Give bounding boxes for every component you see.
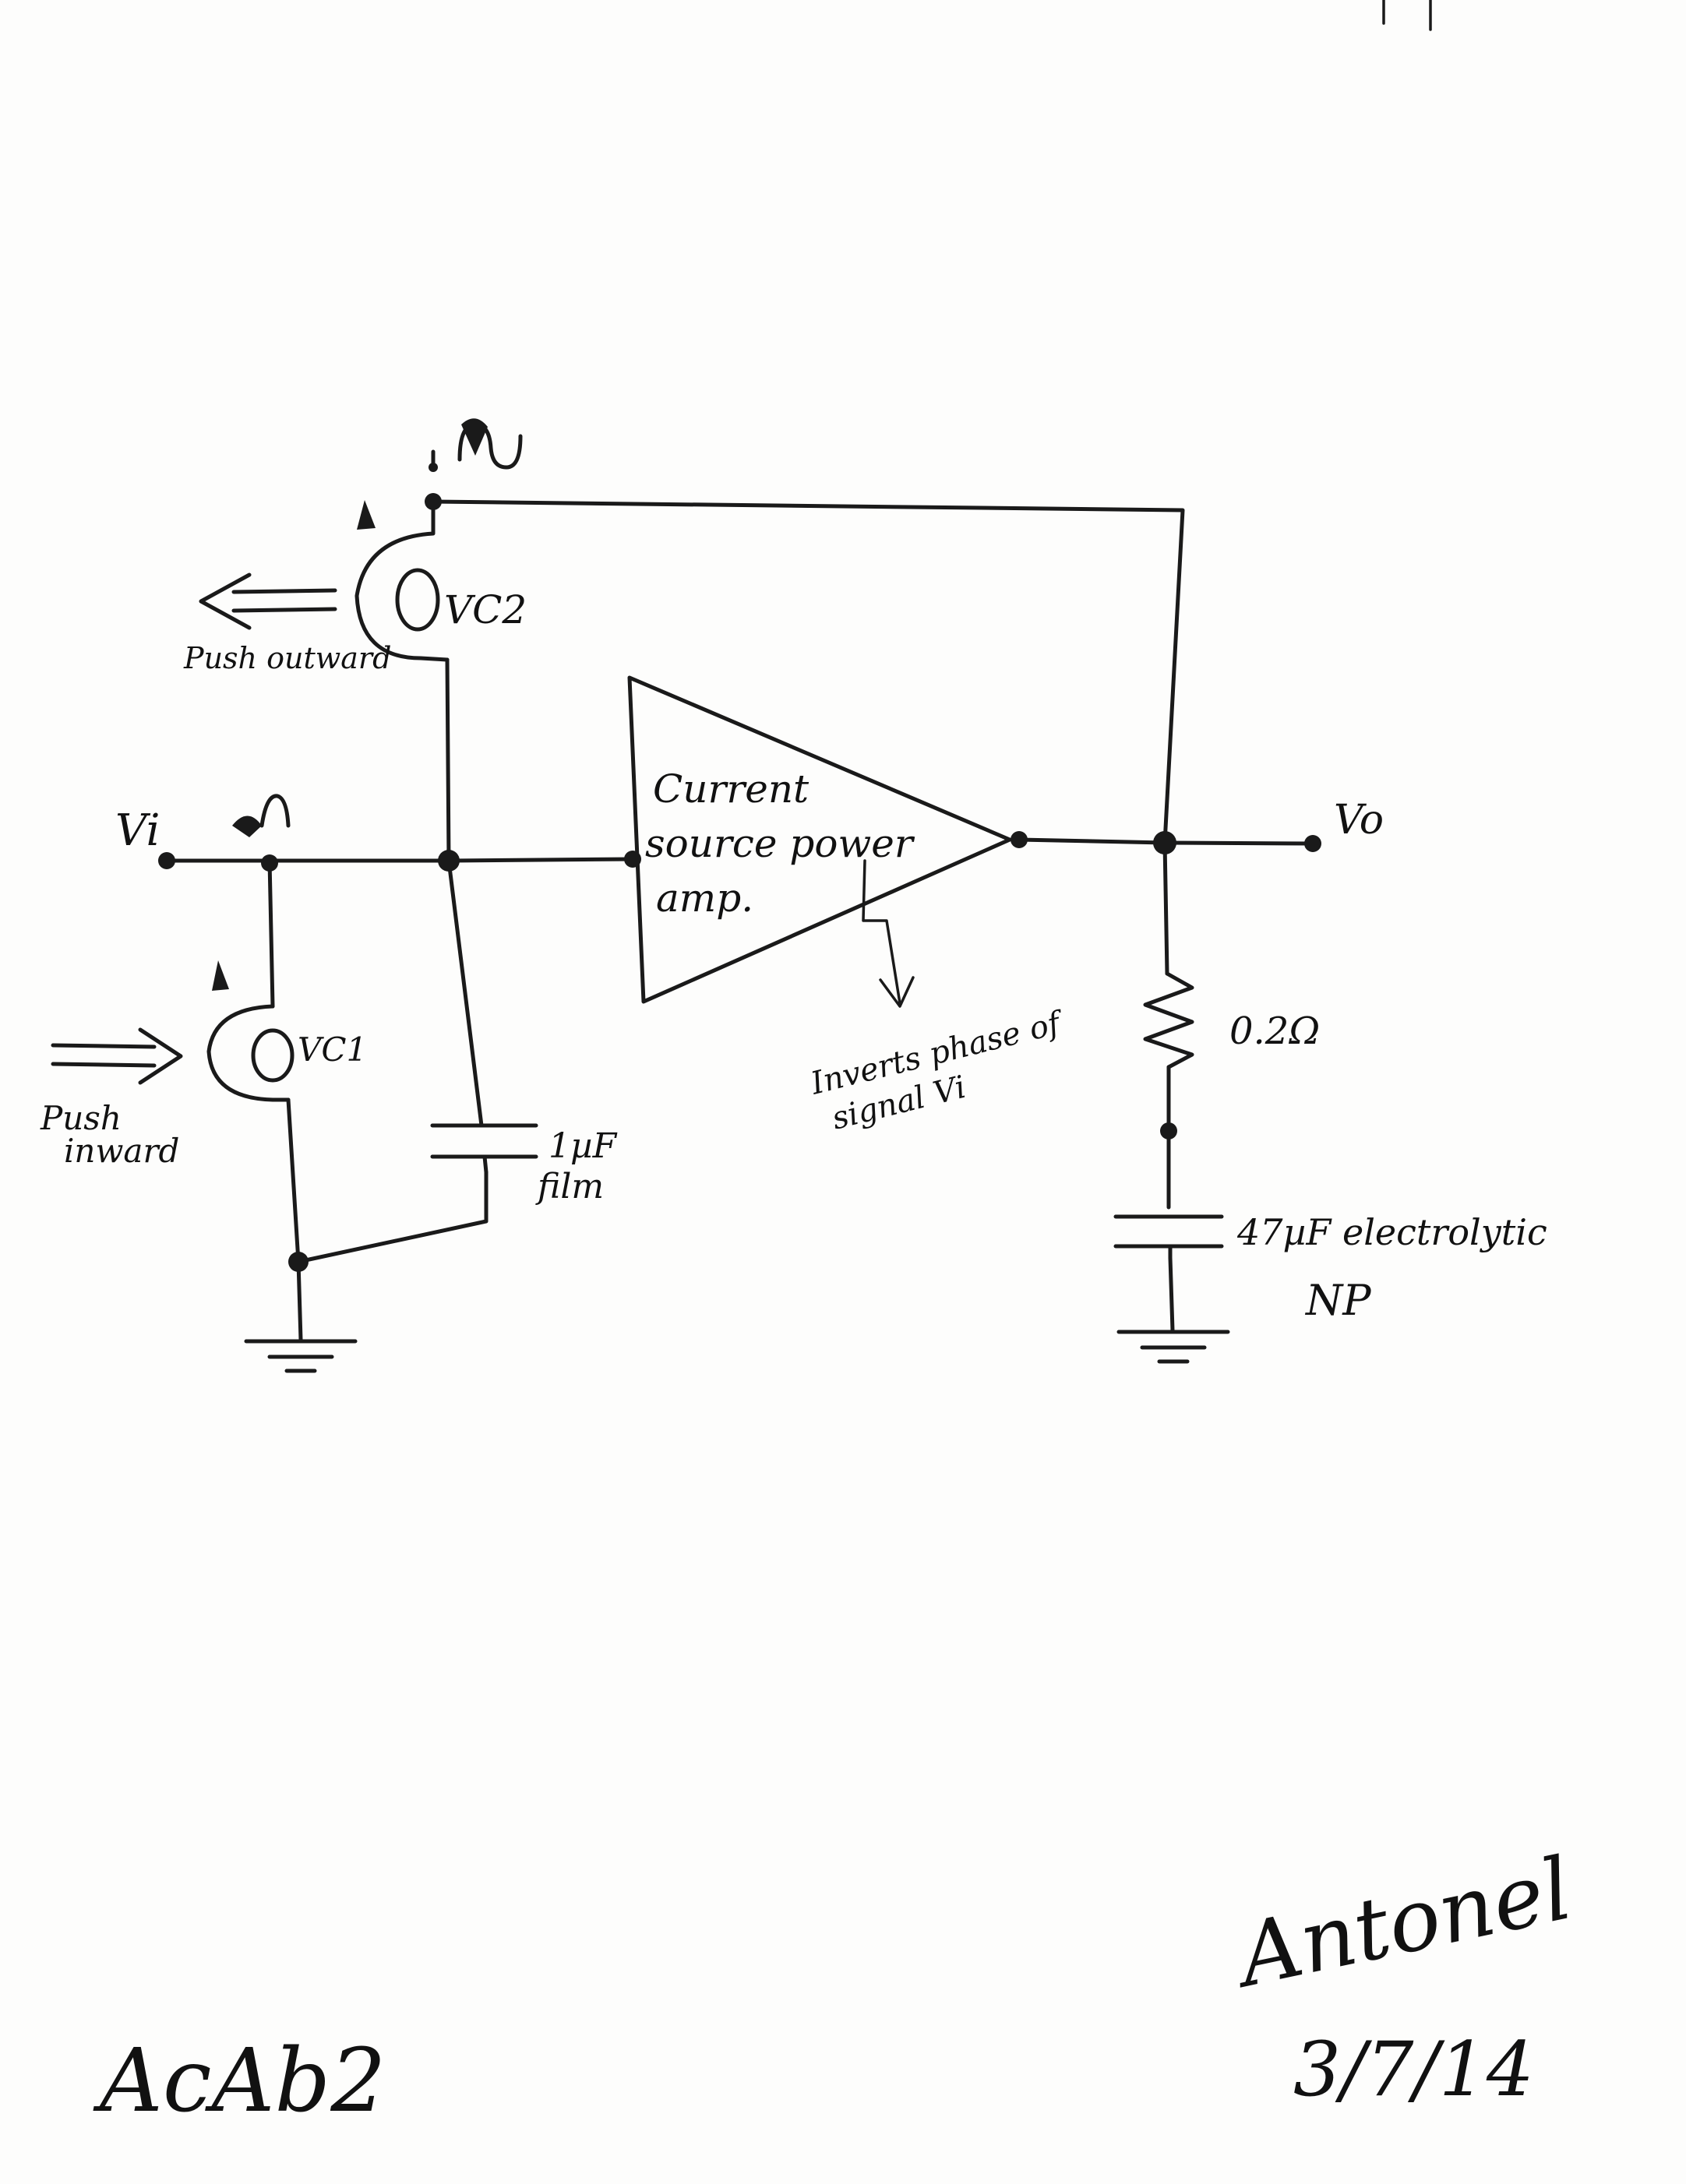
vc2-phase-fill [461, 418, 488, 456]
vc2-label: VC2 [444, 587, 527, 632]
junction-node [261, 854, 278, 872]
ground-symbol-left [244, 1339, 358, 1373]
signature-date: 3/7/14 [1293, 2026, 1534, 2113]
cap-film-return [296, 1170, 489, 1264]
arrow-shaft [51, 1043, 157, 1049]
footer-left-label: AcAb2 [93, 2031, 386, 2132]
note-pointer [862, 859, 901, 1005]
resistor: 0.2Ω [1143, 971, 1320, 1069]
vc2-coil-outline [354, 505, 450, 662]
push-inward-label-line1: Push [40, 1099, 122, 1137]
arrow-shaft [51, 1062, 157, 1068]
arrow-head [199, 572, 252, 630]
output-terminal [1304, 835, 1321, 852]
vc2-terminal [425, 493, 442, 510]
cap-elec-ground-wire [1168, 1256, 1175, 1333]
push-inward-arrow [51, 1027, 183, 1085]
input-terminal [158, 852, 175, 869]
film-capacitor: 1µF film [430, 1123, 618, 1206]
output-node [1153, 831, 1176, 854]
vc1-top-wire [267, 858, 275, 1009]
electrolytic-capacitor: 47µF electrolytic NP [1113, 1211, 1547, 1325]
amp-label-line3: amp. [656, 875, 753, 921]
resistor-top-wire [1162, 840, 1169, 976]
current-source-power-amp: Current source power amp. Inverts phase … [627, 675, 1068, 1137]
input-label: Vi [115, 805, 160, 856]
output-label: Vo [1334, 797, 1384, 844]
ground-symbol-right [1116, 1330, 1230, 1364]
amp-output-terminal [1011, 831, 1028, 848]
push-outward-label: Push outward [183, 641, 391, 675]
cap-film-value: 1µF [548, 1126, 618, 1166]
amp-triangle [627, 675, 1012, 1004]
arrow-head [138, 1027, 183, 1085]
voice-coil-vc1: VC1 Push inward [40, 960, 367, 1170]
resistor-value: 0.2Ω [1229, 1009, 1320, 1053]
vc1-polarity-marker [212, 960, 229, 991]
cap-lead [482, 1154, 489, 1175]
cap-elec-value: 47µF electrolytic [1236, 1211, 1547, 1253]
note-pointer-head [879, 976, 915, 1008]
wires [164, 499, 1315, 1342]
resistor-zigzag [1143, 971, 1194, 1069]
input-phase-curve [259, 794, 291, 828]
voice-coil-vc2: VC2 Push outward [183, 418, 527, 675]
vc2-coil-loop [395, 568, 440, 632]
vc1-ground-wire [286, 1097, 303, 1342]
push-inward-label-line2: inward [64, 1132, 179, 1170]
junctions [158, 493, 1321, 1272]
vc2-polarity-marker [357, 500, 376, 530]
vc1-coil-loop [251, 1028, 295, 1083]
arrow-shaft [231, 607, 337, 613]
cap-film-lead [446, 858, 484, 1128]
amp-label-line2: source power [645, 821, 915, 866]
input-phase-fill [232, 815, 262, 837]
arrow-shaft [231, 588, 337, 594]
ground-junction [288, 1252, 309, 1272]
vc2-lead-wire [445, 657, 451, 863]
junction-node [1160, 1122, 1177, 1140]
junction-node [438, 850, 460, 872]
vc2-top-point [429, 463, 438, 472]
vc1-coil-outline [206, 1004, 291, 1102]
amp-label-line1: Current [653, 766, 809, 812]
feedback-wire [431, 499, 1185, 845]
signature: Antonel [1223, 1838, 1580, 2007]
vc1-label: VC1 [298, 1030, 367, 1069]
push-outward-arrow [199, 572, 337, 630]
input-wire [164, 857, 635, 863]
input-phase-mark [232, 794, 291, 837]
cap-elec-type: NP [1304, 1276, 1372, 1325]
cap-film-type: film [535, 1167, 604, 1206]
